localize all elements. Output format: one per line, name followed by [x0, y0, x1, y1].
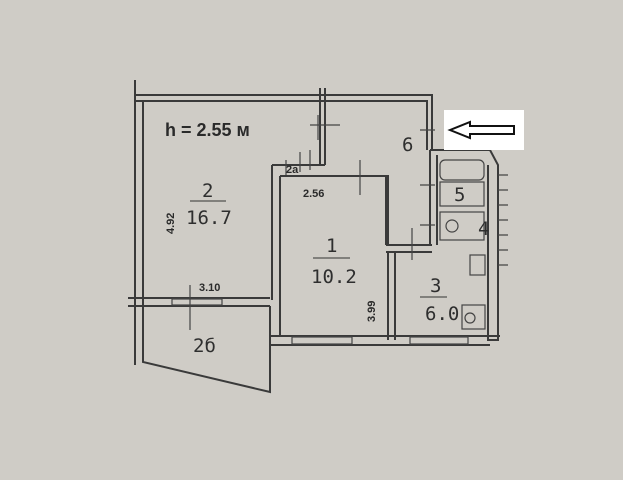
ceiling-height: h = 2.55 м: [165, 120, 250, 140]
room-1-height-dim: 3.99: [366, 301, 378, 322]
room-6-number: 6: [402, 134, 413, 156]
room-5-number: 5: [454, 184, 465, 206]
room-1-number: 1: [326, 235, 337, 257]
room-2-number: 2: [202, 180, 213, 202]
arrow-left-icon: [447, 120, 515, 140]
room-2b-number: 2б: [193, 335, 216, 357]
room-3-area: 6.0: [425, 303, 459, 325]
room-2-width-dim: 3.10: [199, 282, 220, 294]
entrance-marker: [444, 110, 524, 150]
room-1-area: 10.2: [311, 266, 357, 288]
room-3-number: 3: [430, 275, 441, 297]
room-1-width-dim: 2.56: [303, 188, 324, 200]
room-2a-number: 2а: [286, 164, 299, 176]
room-2-area: 16.7: [186, 207, 232, 229]
room-2-height-dim: 4.92: [165, 213, 177, 234]
room-4-number: 4: [478, 218, 489, 240]
walls: [128, 80, 508, 394]
